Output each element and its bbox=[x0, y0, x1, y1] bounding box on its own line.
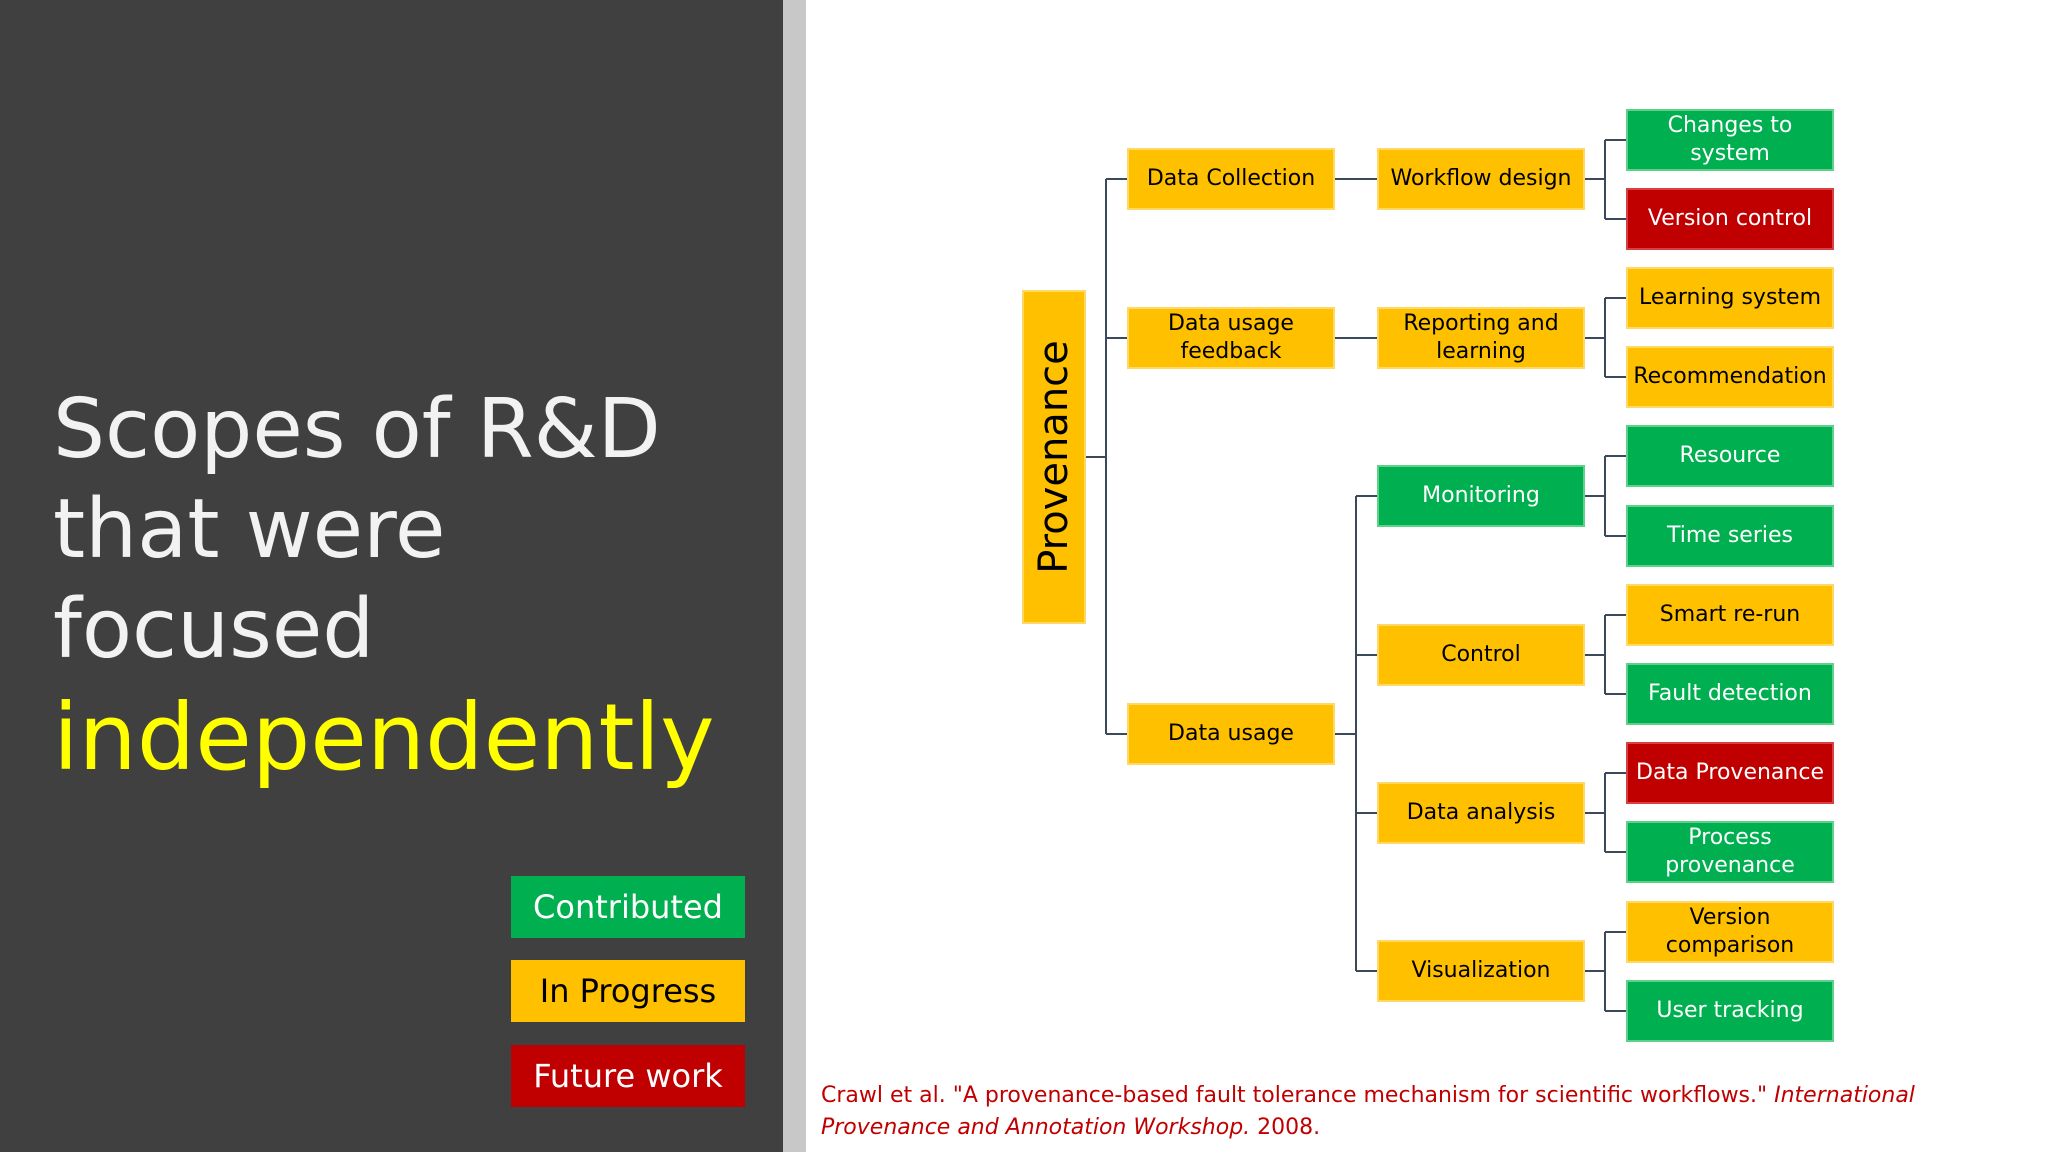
panel-divider bbox=[783, 0, 806, 1152]
node-process-provenance: Process provenance bbox=[1626, 821, 1834, 883]
node-data-usage: Data usage bbox=[1127, 703, 1335, 765]
node-workflow-design: Workflow design bbox=[1377, 148, 1585, 210]
node-control: Control bbox=[1377, 624, 1585, 686]
slide-title-line-3: focused bbox=[53, 582, 375, 677]
slide-title-highlight: independently bbox=[53, 684, 715, 791]
node-reporting-and-learning: Reporting and learning bbox=[1377, 307, 1585, 369]
slide-title-line-1: Scopes of R&D bbox=[53, 382, 661, 477]
node-data-analysis: Data analysis bbox=[1377, 782, 1585, 844]
root-node-provenance: Provenance bbox=[1022, 290, 1086, 624]
citation: Crawl et al. "A provenance-based fault t… bbox=[821, 1080, 2031, 1144]
node-data-collection: Data Collection bbox=[1127, 148, 1335, 210]
node-smart-re-run: Smart re-run bbox=[1626, 584, 1834, 646]
node-user-tracking: User tracking bbox=[1626, 980, 1834, 1042]
citation-venue: International Provenance and Annotation … bbox=[821, 1083, 1915, 1140]
node-recommendation: Recommendation bbox=[1626, 346, 1834, 408]
node-version-comparison: Version comparison bbox=[1626, 901, 1834, 963]
node-visualization: Visualization bbox=[1377, 940, 1585, 1002]
node-monitoring: Monitoring bbox=[1377, 465, 1585, 527]
citation-title: "A provenance-based fault tolerance mech… bbox=[952, 1083, 1775, 1108]
slide-title-line-2: that were bbox=[53, 482, 446, 577]
node-data-provenance: Data Provenance bbox=[1626, 742, 1834, 804]
node-resource: Resource bbox=[1626, 425, 1834, 487]
citation-year: 2008. bbox=[1250, 1115, 1321, 1140]
node-learning-system: Learning system bbox=[1626, 267, 1834, 329]
legend-in-progress: In Progress bbox=[511, 960, 745, 1022]
legend-future-work: Future work bbox=[511, 1045, 745, 1107]
title-panel: Scopes of R&D that were focused independ… bbox=[0, 0, 783, 1152]
node-data-usage-feedback: Data usage feedback bbox=[1127, 307, 1335, 369]
node-version-control: Version control bbox=[1626, 188, 1834, 250]
node-changes-to-system: Changes to system bbox=[1626, 109, 1834, 171]
node-fault-detection: Fault detection bbox=[1626, 663, 1834, 725]
root-node-label: Provenance bbox=[1031, 340, 1077, 574]
citation-authors: Crawl et al. bbox=[821, 1083, 953, 1108]
legend-contributed: Contributed bbox=[511, 876, 745, 938]
node-time-series: Time series bbox=[1626, 505, 1834, 567]
